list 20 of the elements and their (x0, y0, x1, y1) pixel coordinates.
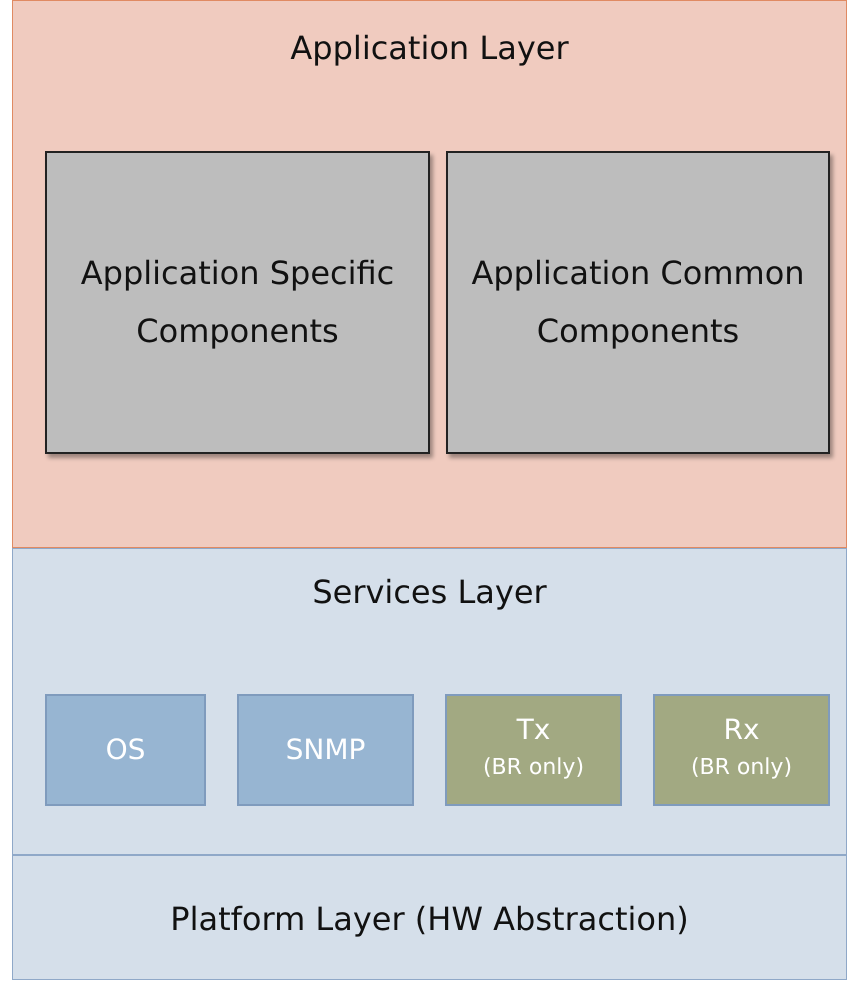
component-note: (BR only) (690, 754, 792, 782)
component-label: SNMP (286, 732, 366, 768)
component-label: Rx (723, 712, 760, 748)
component-box (446, 151, 830, 454)
component-label: Application Specific Components (80, 252, 396, 352)
service-box (45, 694, 206, 806)
service-box (653, 694, 830, 806)
component-box (45, 151, 430, 454)
layer-band (12, 0, 847, 548)
layer-title: Services Layer (311, 573, 548, 611)
service-box (237, 694, 414, 806)
service-box (445, 694, 622, 806)
layer-title: Application Layer (289, 29, 570, 67)
component-label: OS (106, 732, 146, 768)
component-label: Application Common Components (471, 252, 805, 352)
component-label: Tx (516, 712, 550, 748)
layer-band (12, 548, 847, 855)
layer-title: Platform Layer (HW Abstraction) (169, 900, 690, 938)
component-note: (BR only) (482, 754, 584, 782)
layer-band (12, 855, 847, 980)
